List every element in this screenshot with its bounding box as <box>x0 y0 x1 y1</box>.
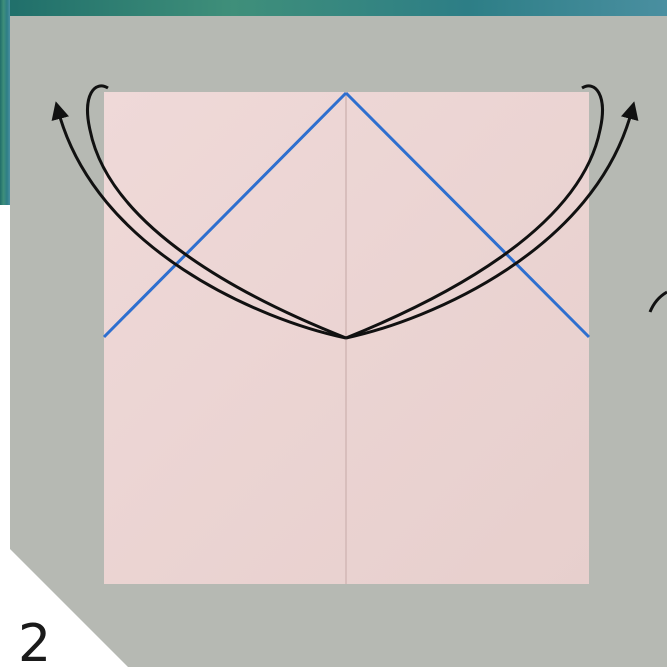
top-photo-strip <box>0 0 667 16</box>
left-photo-strip <box>0 0 10 205</box>
step-number: 2 <box>18 618 51 667</box>
